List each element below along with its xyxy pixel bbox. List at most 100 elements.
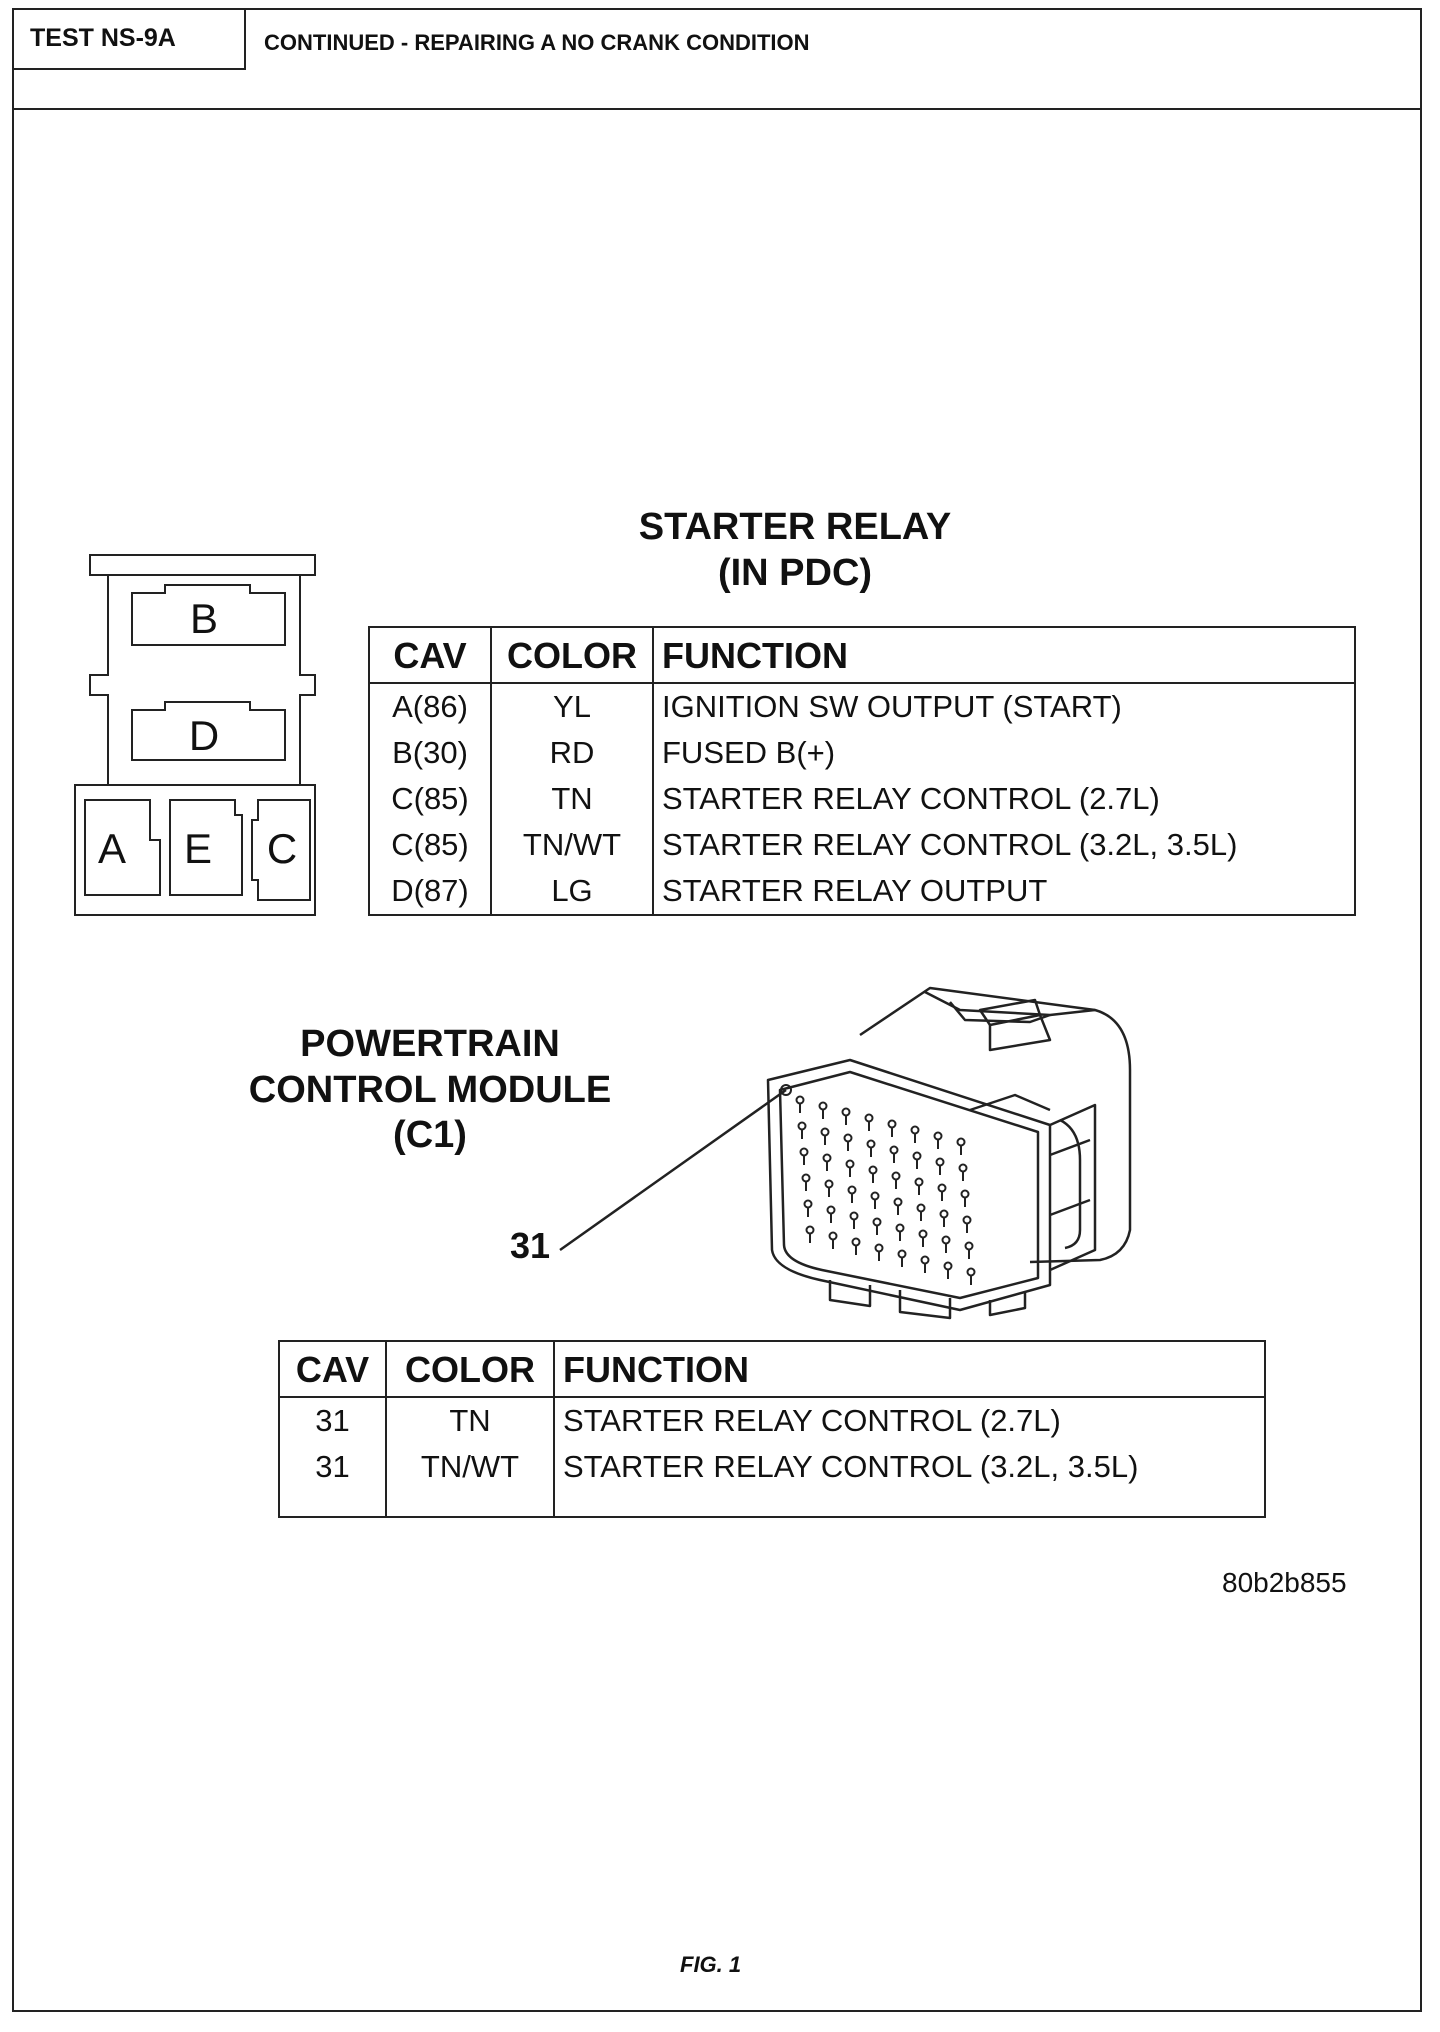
cell-function: STARTER RELAY OUTPUT: [662, 873, 1048, 908]
pcm-title-line3: (C1): [393, 1114, 467, 1157]
pin-cavity: [933, 1131, 943, 1141]
cell-color: TN: [386, 1397, 555, 1444]
cavity-31-marker: [780, 1084, 792, 1096]
pin-cavity: [962, 1215, 972, 1225]
cavity-label-e: E: [184, 825, 212, 872]
cell-color: YL: [491, 683, 654, 730]
cell-function: IGNITION SW OUTPUT (START): [662, 689, 1122, 724]
pin-cavity: [939, 1209, 949, 1219]
pin-cavity: [887, 1119, 897, 1129]
pin-cavity: [845, 1159, 855, 1169]
pin-cavity: [874, 1243, 884, 1253]
callout-leader-line: [559, 1088, 787, 1252]
test-label-box-bottom: [12, 68, 244, 70]
pin-cavity: [799, 1147, 809, 1157]
pin-cavity: [893, 1197, 903, 1207]
pin-cavity: [820, 1127, 830, 1137]
table-header-row: CAV COLOR FUNCTION: [279, 1341, 1265, 1398]
cell-color: TN/WT: [386, 1444, 555, 1490]
pcm-pin-grid: [795, 1095, 976, 1285]
pin-cavity: [918, 1229, 928, 1239]
cell-function: FUSED B(+): [662, 735, 836, 770]
pin-cavity: [943, 1261, 953, 1271]
col-header-function: FUNCTION: [554, 1341, 1265, 1398]
table-row: 31 TN STARTER RELAY CONTROL (2.7L): [279, 1397, 1265, 1444]
cell-cav: 31: [279, 1444, 387, 1490]
col-header-cav: CAV: [369, 627, 492, 684]
cavity-label-b: B: [190, 595, 218, 642]
table-row: A(86) YL IGNITION SW OUTPUT (START): [369, 683, 1355, 730]
pin-cavity: [849, 1211, 859, 1221]
cavity-label-d: D: [189, 712, 219, 759]
col-header-color: COLOR: [491, 627, 654, 684]
cell-function: STARTER RELAY CONTROL (2.7L): [662, 781, 1160, 816]
pin-cavity: [828, 1231, 838, 1241]
pin-cavity: [960, 1189, 970, 1199]
cell-function: STARTER RELAY CONTROL (2.7L): [563, 1403, 1061, 1438]
cell-color: RD: [491, 730, 654, 776]
pin-cavity: [964, 1241, 974, 1251]
pin-cavity: [941, 1235, 951, 1245]
pin-cavity: [897, 1249, 907, 1259]
pin-cavity: [916, 1203, 926, 1213]
table-row: 31 TN/WT STARTER RELAY CONTROL (3.2L, 3.…: [279, 1444, 1265, 1490]
cavity-label-c: C: [267, 825, 297, 872]
pin-cavity: [824, 1179, 834, 1189]
table-row: B(30) RD FUSED B(+): [369, 730, 1355, 776]
pin-cavity: [872, 1217, 882, 1227]
pin-cavity: [910, 1125, 920, 1135]
pin-cavity: [847, 1185, 857, 1195]
pcm-table: CAV COLOR FUNCTION 31 TN STARTER RELAY C…: [278, 1340, 1266, 1518]
table-row: D(87) LG STARTER RELAY OUTPUT: [369, 868, 1355, 915]
header-divider: [12, 108, 1422, 110]
pin-cavity: [870, 1191, 880, 1201]
section-title: CONTINUED - REPAIRING A NO CRANK CONDITI…: [264, 30, 810, 55]
test-label: TEST NS-9A: [30, 24, 176, 52]
cell-function: STARTER RELAY CONTROL (3.2L, 3.5L): [662, 827, 1238, 862]
table-row: C(85) TN STARTER RELAY CONTROL (2.7L): [369, 776, 1355, 822]
pin-cavity: [795, 1095, 805, 1105]
pcm-title: POWERTRAIN CONTROL MODULE (C1): [200, 1022, 660, 1159]
cell-color: LG: [491, 868, 654, 915]
callout-label-31: 31: [510, 1225, 551, 1266]
starter-relay-table: CAV COLOR FUNCTION A(86) YL IGNITION SW …: [368, 626, 1356, 916]
pin-cavity: [920, 1255, 930, 1265]
pin-cavity: [914, 1177, 924, 1187]
pin-cavity: [851, 1237, 861, 1247]
pin-cavity: [818, 1101, 828, 1111]
pin-cavity: [866, 1139, 876, 1149]
pcm-title-line2: CONTROL MODULE: [248, 1068, 612, 1111]
starter-relay-title: STARTER RELAY (IN PDC): [600, 505, 990, 596]
cell-cav: A(86): [369, 683, 492, 730]
starter-relay-title-line2: (IN PDC): [717, 551, 873, 594]
pin-cavity: [826, 1205, 836, 1215]
cell-cav: D(87): [369, 868, 492, 915]
pin-cavity: [864, 1113, 874, 1123]
pcm-title-line1: POWERTRAIN: [300, 1023, 560, 1065]
pin-cavity: [895, 1223, 905, 1233]
figure-id: 80b2b855: [1222, 1567, 1347, 1598]
pin-cavity: [822, 1153, 832, 1163]
pin-cavity: [937, 1183, 947, 1193]
col-header-color: COLOR: [386, 1341, 555, 1398]
table-header-row: CAV COLOR FUNCTION: [369, 627, 1355, 684]
pin-cavity: [803, 1199, 813, 1209]
cell-color: TN: [491, 776, 654, 822]
starter-relay-title-line1: STARTER RELAY: [638, 506, 952, 548]
cavity-label-a: A: [98, 825, 126, 872]
pcm-connector-diagram: [559, 986, 1132, 1320]
table-row: C(85) TN/WT STARTER RELAY CONTROL (3.2L,…: [369, 822, 1355, 868]
pin-cavity: [935, 1157, 945, 1167]
starter-relay-connector-diagram: B D A E C: [74, 554, 316, 916]
cell-cav: 31: [279, 1397, 387, 1444]
page-frame: [12, 8, 1422, 2012]
pin-cavity: [889, 1145, 899, 1155]
pin-cavity: [801, 1173, 811, 1183]
pin-cavity: [912, 1151, 922, 1161]
cell-cav: C(85): [369, 776, 492, 822]
pin-cavity: [956, 1137, 966, 1147]
cell-cav: C(85): [369, 822, 492, 868]
test-label-box-divider: [244, 8, 246, 70]
table-spacer-row: [279, 1490, 1265, 1517]
pin-cavity: [841, 1107, 851, 1117]
